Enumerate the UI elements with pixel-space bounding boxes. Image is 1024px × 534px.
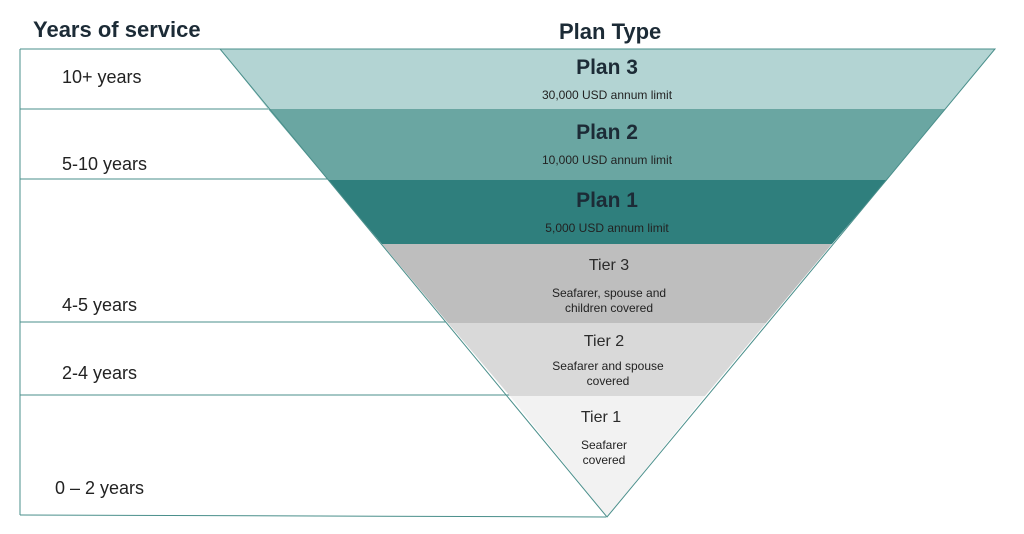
tier-3-coverage: Seafarer, spouse and children covered: [551, 286, 667, 315]
years-table: [19, 48, 607, 518]
years-of-service-header: Years of service: [33, 17, 201, 42]
plan-1-limit: 5,000 USD annum limit: [545, 221, 669, 235]
year-label-10-plus: 10+ years: [62, 67, 142, 87]
year-label-0-2: 0 – 2 years: [55, 478, 145, 498]
plan-3-title: Plan 3: [576, 56, 638, 79]
plan-3-limit: 30,000 USD annum limit: [541, 88, 673, 102]
band-plan-3: [220, 49, 995, 109]
plan-type-header: Plan Type: [559, 19, 662, 44]
band-tier-3: [382, 244, 832, 323]
plan-2-title: Plan 2: [576, 121, 638, 144]
band-tier-2: [448, 323, 766, 396]
year-label-2-4: 2-4 years: [62, 363, 138, 383]
band-plan-1: [328, 180, 887, 244]
tier-2-coverage: Seafarer and spouse covered: [552, 359, 664, 388]
year-label-4-5: 4-5 years: [62, 295, 138, 315]
year-label-5-10: 5-10 years: [62, 154, 148, 174]
tier-1-coverage: Seafarer covered: [580, 438, 628, 467]
tier-1-title: Tier 1: [580, 409, 622, 426]
funnel-outline: [218, 48, 997, 518]
plan-2-limit: 10,000 USD annum limit: [541, 153, 673, 167]
tier-3-title: Tier 3: [588, 257, 630, 274]
band-plan-2: [268, 109, 945, 180]
tier-2-title: Tier 2: [583, 333, 625, 350]
table-bottom-border: [19, 514, 607, 518]
plan-1-title: Plan 1: [576, 189, 638, 212]
band-tier-1: [510, 396, 705, 517]
